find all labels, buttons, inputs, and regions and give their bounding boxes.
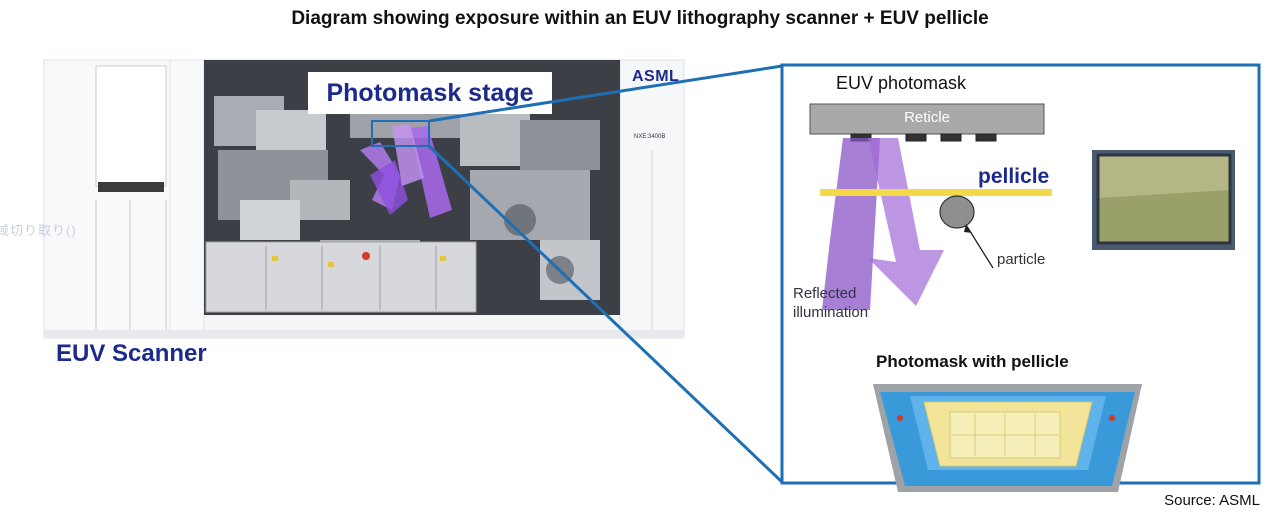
pellicle-membrane <box>820 189 1052 196</box>
photomask-with-pellicle-label: Photomask with pellicle <box>876 352 1069 371</box>
particle <box>939 195 975 229</box>
source-credit: Source: ASML <box>1164 492 1260 509</box>
watermark-text: 域切り取り() <box>0 223 77 238</box>
reticle <box>809 103 1045 135</box>
zoom-line-bottom <box>427 144 784 484</box>
reflected-illumination-label: Reflected illumination <box>793 285 869 321</box>
incident-beam <box>822 138 880 310</box>
zoom-line-top <box>428 64 783 123</box>
pellicle-label: pellicle <box>978 165 1050 188</box>
brand-logo: ASML <box>632 68 680 85</box>
particle-label: particle <box>997 251 1046 268</box>
model-plate: NXE:3400B <box>634 134 666 140</box>
reticle-label: Reticle <box>904 109 950 126</box>
diagram-title: Diagram showing exposure within an EUV l… <box>291 8 989 29</box>
euv-scanner-label: EUV Scanner <box>56 340 207 367</box>
reflected-beam <box>868 138 944 306</box>
euv-photomask-label: EUV photomask <box>836 73 967 93</box>
